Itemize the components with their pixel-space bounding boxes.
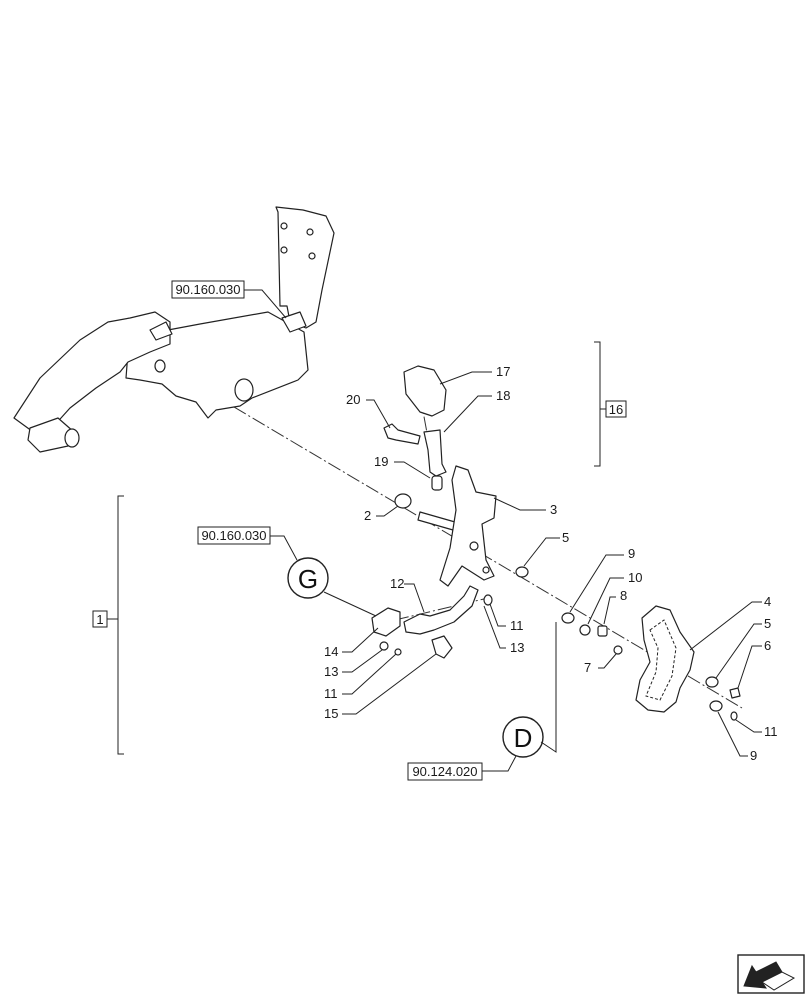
center-axis-main — [157, 361, 743, 709]
ref-box-top[interactable]: 90.160.030 — [171, 280, 245, 299]
group-box-left-text: 1 — [96, 612, 103, 627]
label-5b: 5 — [764, 616, 771, 631]
label-3: 3 — [550, 502, 557, 517]
pedal-bracket-assembly — [13, 206, 335, 453]
pedal-guide-plate-part — [635, 605, 695, 713]
label-5a: 5 — [562, 530, 569, 545]
ref-box-mid[interactable]: 90.160.030 — [197, 526, 271, 545]
label-6: 6 — [764, 638, 771, 653]
group-bracket-left — [107, 495, 124, 755]
label-15: 15 — [324, 706, 338, 721]
callout-circle-g: G — [287, 557, 329, 599]
group-box-left[interactable]: 1 — [92, 610, 108, 628]
ref-box-bottom[interactable]: 90.124.020 — [407, 762, 483, 781]
bushing-part — [394, 493, 412, 509]
label-13b: 13 — [324, 664, 338, 679]
pedal-lever-part — [439, 465, 497, 587]
arrow-navigation-icon[interactable] — [737, 954, 805, 994]
label-8: 8 — [620, 588, 627, 603]
pedal-knob-part — [403, 365, 447, 417]
label-11a: 11 — [510, 618, 524, 633]
label-17: 17 — [496, 364, 510, 379]
label-7: 7 — [584, 660, 591, 675]
label-18: 18 — [496, 388, 510, 403]
knob-stem-part — [423, 429, 447, 477]
label-19: 19 — [374, 454, 388, 469]
linkage-rod-part — [403, 585, 479, 635]
pin-part — [431, 475, 443, 491]
label-13a: 13 — [510, 640, 524, 655]
circle-g-letter: G — [298, 564, 318, 594]
label-9a: 9 — [628, 546, 635, 561]
label-14: 14 — [324, 644, 338, 659]
label-4: 4 — [764, 594, 771, 609]
label-12: 12 — [390, 576, 404, 591]
label-10: 10 — [628, 570, 642, 585]
hardware-parts — [379, 566, 741, 721]
circle-d-letter: D — [514, 723, 533, 753]
label-11c: 11 — [764, 724, 778, 739]
ref-box-mid-text: 90.160.030 — [201, 528, 266, 543]
group-box-right[interactable]: 16 — [605, 400, 627, 418]
label-9b: 9 — [750, 748, 757, 763]
ref-box-bottom-text: 90.124.020 — [412, 764, 477, 779]
label-2: 2 — [364, 508, 371, 523]
group-bracket-right — [594, 341, 606, 467]
screw-part — [383, 423, 421, 445]
leader-lines — [244, 289, 762, 772]
label-11b: 11 — [324, 686, 338, 701]
label-20: 20 — [346, 392, 360, 407]
part-labels: 17 18 20 19 2 3 5 9 10 8 7 4 5 6 11 9 12… — [324, 364, 778, 763]
link-bracket-part — [371, 607, 401, 637]
callout-circle-d: D — [502, 716, 544, 758]
ref-box-top-text: 90.160.030 — [175, 282, 240, 297]
group-box-right-text: 16 — [609, 402, 623, 417]
